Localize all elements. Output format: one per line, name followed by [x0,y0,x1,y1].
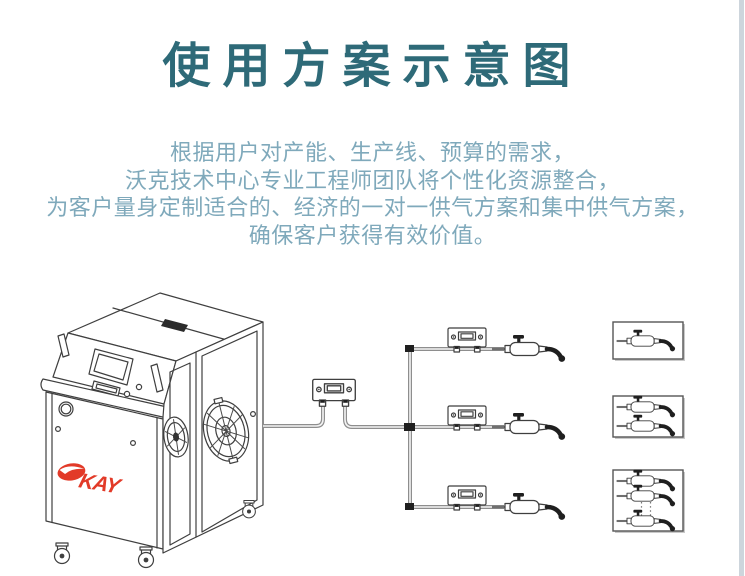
description-paragraph: 根据用户对产能、生产线、预算的需求， 沃克技术中心专业工程师团队将个性化资源整合… [0,139,745,249]
caster-wheel [242,499,256,519]
flame-torch [492,493,565,520]
left-handle-bracket [57,333,70,358]
more-torches-ellipsis [640,502,652,517]
description-line: 为客户量身定制适合的、经济的一对一供气方案和集中供气方案， [46,195,699,220]
machine-outlet-pipe [263,406,325,428]
pipe-elbow-fitting [405,503,414,510]
supply-scheme-diagram: KAY [40,292,685,569]
small-fan-grille [163,416,189,458]
torch-option-box-multi [612,467,685,534]
gas-piping [263,345,504,510]
front-screw [130,440,137,447]
top-vent-handle [161,319,188,332]
large-fan-grille [202,396,250,465]
pipe-tee-fitting [404,423,415,431]
display-screen [88,348,134,386]
machine-front-face: KAY [45,391,164,550]
caster-wheel [53,542,71,565]
page-title: 使用方案示意图 [162,40,583,93]
right-edge-strip [739,0,744,576]
manifold-outlet-pipe [343,406,410,429]
gas-machine-illustration: KAY [40,292,264,569]
panel-screw [135,383,143,391]
description-line: 确保客户获得有效价值。 [248,222,497,248]
caster-wheel [137,546,155,569]
flame-torch [492,335,565,362]
description-line: 沃克技术中心专业工程师团队将个性化资源整合， [124,167,620,193]
pipe-elbow-fitting [405,345,414,352]
front-screw [54,426,61,433]
torch-option-box-single [612,321,685,361]
machine-side-face [162,321,264,554]
outlet-regulator-box [312,378,356,407]
right-handle-bracket [150,363,164,393]
torch-option-box-double [612,393,685,439]
description-line: 根据用户对产能、生产线、预算的需求， [169,140,575,165]
flame-torch [492,413,565,440]
panel-screw [123,390,131,398]
side-screw [250,411,257,418]
